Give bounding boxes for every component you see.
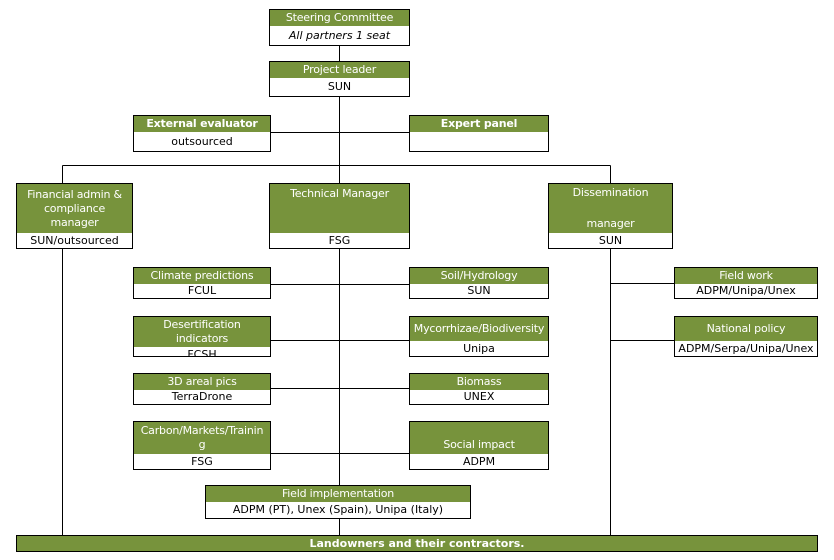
climate-predictions-title: Climate predictions bbox=[134, 268, 270, 284]
mycorrhizae-biodiversity-title: Mycorrhizae/Biodiversity bbox=[410, 317, 548, 341]
technical-manager-detail: FSG bbox=[328, 233, 351, 247]
field-implementation-detail: ADPM (PT), Unex (Spain), Unipa (Italy) bbox=[232, 503, 444, 516]
soil-hydrology-title: Soil/Hydrology bbox=[410, 268, 548, 284]
social-impact-box: Social impact ADPM bbox=[409, 421, 549, 470]
carbon-markets-training-box: Carbon/Markets/Trainin g FSG bbox=[133, 421, 271, 470]
landowners-bar: Landowners and their contractors. bbox=[16, 535, 818, 552]
soil-hydrology-detail: SUN bbox=[467, 284, 491, 297]
mycorrhizae-biodiversity-detail: Unipa bbox=[463, 341, 495, 355]
financial-admin-detail: SUN/outsourced bbox=[30, 233, 119, 247]
dissemination-title-line1: Dissemination bbox=[572, 186, 649, 199]
field-work-box: Field work ADPM/Unipa/Unex bbox=[674, 267, 818, 299]
field-implementation-box: Field implementation ADPM (PT), Unex (Sp… bbox=[205, 485, 471, 519]
financial-admin-box: Financial admin & compliance manager SUN… bbox=[16, 183, 133, 249]
social-impact-detail: ADPM bbox=[462, 454, 496, 468]
biomass-title: Biomass bbox=[410, 374, 548, 390]
steering-committee-detail: All partners 1 seat bbox=[288, 28, 391, 42]
dissemination-manager-title: Dissemination manager bbox=[549, 184, 672, 233]
carbon-title-line2: g bbox=[198, 438, 206, 451]
technical-manager-box: Technical Manager FSG bbox=[269, 183, 410, 249]
expert-panel-title: Expert panel bbox=[410, 116, 548, 132]
national-policy-title: National policy bbox=[675, 317, 817, 341]
dissemination-manager-detail: SUN bbox=[598, 233, 623, 247]
project-leader-detail: SUN bbox=[327, 80, 352, 93]
soil-hydrology-box: Soil/Hydrology SUN bbox=[409, 267, 549, 299]
carbon-markets-training-detail: FSG bbox=[191, 454, 213, 468]
technical-manager-title: Technical Manager bbox=[270, 184, 409, 233]
expert-panel-detail bbox=[410, 132, 548, 151]
dissemination-manager-box: Dissemination manager SUN bbox=[548, 183, 673, 249]
social-impact-title: Social impact bbox=[410, 422, 548, 454]
external-evaluator-box: External evaluator outsourced bbox=[133, 115, 271, 152]
expert-panel-box: Expert panel bbox=[409, 115, 549, 152]
desertification-indicators-box: Desertification indicators FCSH bbox=[133, 316, 271, 357]
financial-admin-title: Financial admin & compliance manager bbox=[17, 184, 132, 233]
mycorrhizae-biodiversity-box: Mycorrhizae/Biodiversity Unipa bbox=[409, 316, 549, 357]
national-policy-detail: ADPM/Serpa/Unipa/Unex bbox=[678, 341, 814, 355]
carbon-title-line1: Carbon/Markets/Trainin bbox=[140, 424, 264, 437]
climate-predictions-box: Climate predictions FCUL bbox=[133, 267, 271, 299]
field-work-detail: ADPM/Unipa/Unex bbox=[696, 284, 796, 297]
steering-committee-title: Steering Committee bbox=[270, 10, 409, 26]
climate-predictions-detail: FCUL bbox=[187, 284, 217, 297]
national-policy-box: National policy ADPM/Serpa/Unipa/Unex bbox=[674, 316, 818, 357]
external-evaluator-detail: outsourced bbox=[171, 134, 233, 148]
carbon-markets-training-title: Carbon/Markets/Trainin g bbox=[134, 422, 270, 454]
external-evaluator-title: External evaluator bbox=[134, 116, 270, 132]
project-leader-title: Project leader bbox=[270, 62, 409, 78]
field-implementation-title: Field implementation bbox=[206, 486, 470, 502]
project-leader-box: Project leader SUN bbox=[269, 61, 410, 97]
dissemination-title-line2: manager bbox=[586, 217, 635, 230]
biomass-detail: UNEX bbox=[463, 390, 495, 403]
steering-committee-box: Steering Committee All partners 1 seat bbox=[269, 9, 410, 46]
areal-pics-detail: TerraDrone bbox=[171, 390, 233, 403]
areal-pics-title: 3D areal pics bbox=[134, 374, 270, 390]
desertification-indicators-detail: FCSH bbox=[187, 347, 217, 357]
areal-pics-box: 3D areal pics TerraDrone bbox=[133, 373, 271, 405]
field-work-title: Field work bbox=[675, 268, 817, 284]
biomass-box: Biomass UNEX bbox=[409, 373, 549, 405]
desertification-indicators-title: Desertification indicators bbox=[134, 317, 270, 347]
